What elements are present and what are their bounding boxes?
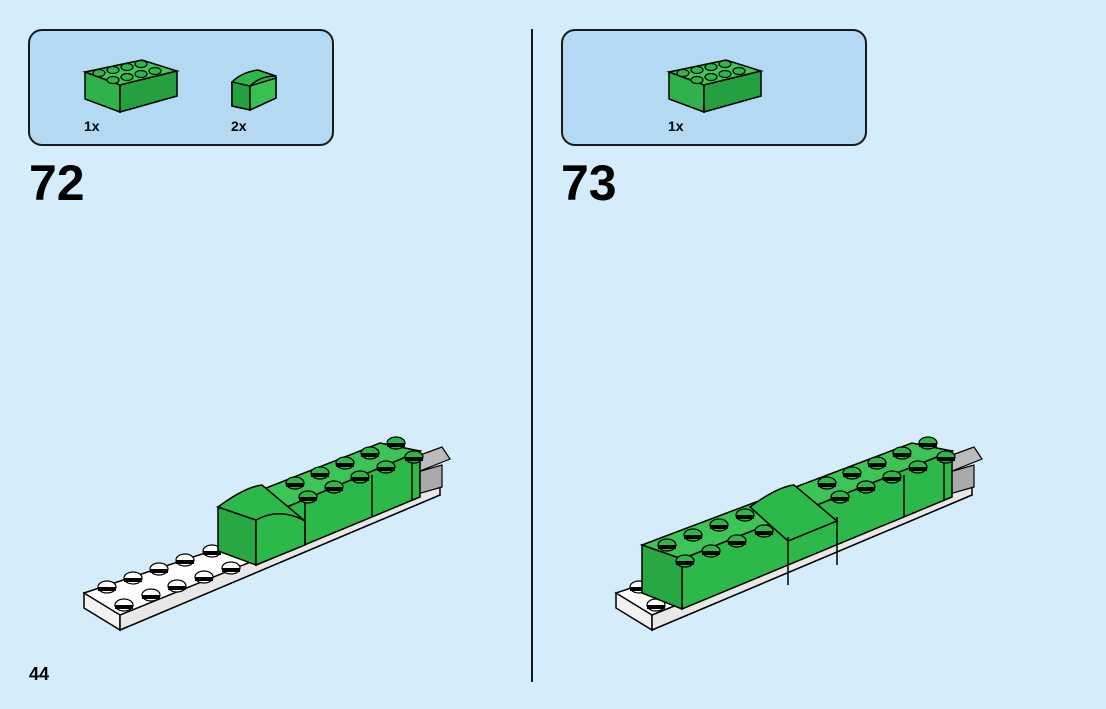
step-72-assembly-image	[82, 436, 451, 632]
step-number: 72	[29, 155, 85, 211]
green-brick-2x4-part-image	[82, 59, 180, 114]
part-quantity: 1x	[84, 118, 100, 134]
curved-slope-part-image	[231, 69, 277, 112]
green-brick-2x4-part-image	[666, 59, 764, 114]
part-quantity: 1x	[668, 118, 684, 134]
part-quantity: 2x	[231, 118, 247, 134]
page-divider	[531, 29, 533, 682]
step-73-assembly-image	[614, 436, 983, 632]
page-number: 44	[29, 664, 50, 684]
step-72-parts-box	[28, 29, 334, 146]
step-number: 73	[561, 155, 617, 211]
